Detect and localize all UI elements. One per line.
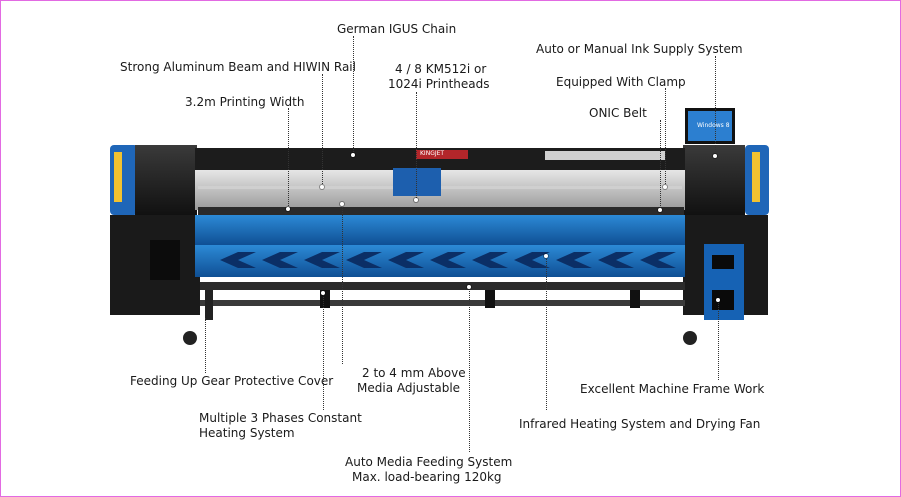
callout-feeding-line2: Max. load-bearing 120kg — [352, 470, 502, 484]
monitor-label: Windows 8 — [697, 122, 730, 129]
callout-ink-supply: Auto or Manual Ink Supply System — [536, 42, 743, 56]
callout-feeding-line1: Auto Media Feeding System — [345, 455, 513, 469]
callout-gear-cover: Feeding Up Gear Protective Cover — [130, 374, 334, 388]
chevron-pattern — [220, 252, 676, 268]
callout-heating-line1: Multiple 3 Phases Constant — [199, 411, 362, 425]
callout-infrared: Infrared Heating System and Drying Fan — [519, 417, 761, 431]
brand-plate — [416, 150, 468, 159]
callout-clamp: Equipped With Clamp — [556, 75, 686, 89]
callout-media-adjust-line1: 2 to 4 mm Above — [362, 366, 466, 380]
callout-igus-chain: German IGUS Chain — [337, 22, 457, 36]
callout-printheads-line2: 1024i Printheads — [388, 77, 490, 91]
right-side-cabinet — [683, 108, 769, 345]
callout-heating-line2: Heating System — [199, 426, 295, 440]
callout-aluminum-beam: Strong Aluminum Beam and HIWIN Rail — [120, 60, 356, 74]
left-side-cabinet — [110, 145, 200, 345]
callout-media-adjust-line2: Media Adjustable — [357, 381, 461, 395]
callout-printheads-line1: 4 / 8 KM512i or — [395, 62, 487, 76]
callout-onic-belt: ONIC Belt — [589, 106, 647, 120]
feeding-roller — [200, 282, 685, 290]
control-buttons — [545, 151, 665, 160]
printhead-carriage — [393, 168, 441, 196]
brand-label: KINGJET — [420, 150, 445, 157]
callout-frame-work: Excellent Machine Frame Work — [580, 382, 765, 396]
blue-body-upper — [195, 215, 685, 245]
callout-printing-width: 3.2m Printing Width — [185, 95, 305, 109]
